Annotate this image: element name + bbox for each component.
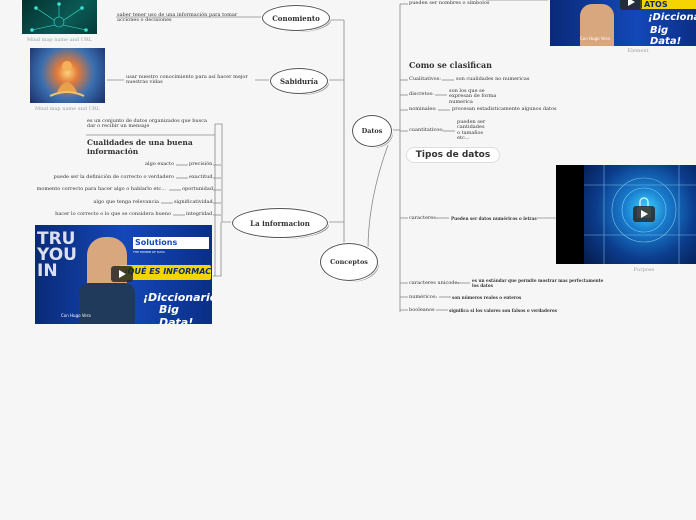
cualidad-exactitud-desc: puede ser la definición de correcto o ve… <box>53 174 174 180</box>
cualidad-precision-desc: algo exacto <box>145 161 174 167</box>
nominales-label: nominales: <box>409 106 437 112</box>
video-datos[interactable]: ATOS ¡Diccionario Big Data! Con Hugo Ver… <box>550 0 696 46</box>
top-title-2: Big Data! <box>650 25 682 46</box>
image-caption-1: Mind map name and URL <box>26 37 93 43</box>
tipo-numericos-label: numéricos: <box>409 294 438 300</box>
clasificar-title: Como se clasifican <box>409 60 492 70</box>
wisdom-image[interactable] <box>30 48 105 103</box>
tipo-unicode-desc: es un estándar que permite mostrar mas p… <box>472 278 604 289</box>
informacion-definition: es un conjunto de datos organizados que … <box>87 118 207 130</box>
brand-sub: THE POWER OF DATA <box>133 250 165 254</box>
video-big-text: TRU YOU IN <box>37 229 77 281</box>
node-la-informacion-label: La informacion <box>250 218 310 228</box>
conocimiento-description: saber tener uso de una información para … <box>117 12 238 24</box>
video-caption: Purpose <box>633 267 655 273</box>
node-conceptos-label: Conceptos <box>330 258 368 266</box>
tipo-caracteres-label: caracteres: <box>409 215 438 221</box>
cualidad-precision: precisión <box>189 161 213 167</box>
play-button[interactable] <box>111 266 133 282</box>
host-jacket <box>79 283 135 324</box>
top-banner-text: ATOS <box>644 0 668 9</box>
headline-text: ¿QUÉ ES INFORMACIÓN? <box>123 267 212 276</box>
video-tipos-datos[interactable] <box>556 165 696 264</box>
cualidad-exactitud: exactitud <box>189 174 213 180</box>
discretos-label: discretos: <box>409 91 434 97</box>
node-conceptos[interactable]: Conceptos <box>320 243 378 281</box>
top-host: Con Hugo Vera <box>580 36 610 41</box>
node-conocimiento[interactable]: Conomiento <box>262 5 330 31</box>
cualitativos-label: Cualitativos: <box>409 76 441 82</box>
meditation-figure <box>49 61 85 97</box>
node-la-informacion[interactable]: La informacion <box>232 208 328 238</box>
top-video-caption: Element <box>627 48 649 54</box>
play-button-security[interactable] <box>633 206 655 222</box>
cualidad-oportunidad-desc: momento correcto para hacer algo o habla… <box>36 186 166 192</box>
video-title-1: ¡Diccionario <box>143 291 212 304</box>
network-image[interactable] <box>22 0 97 34</box>
top-cut-text: pueden ser nombres o símbolos <box>409 0 490 6</box>
image-caption-2: Mind map name and URL <box>34 106 101 112</box>
brand-logo-box: Solutions <box>133 237 209 249</box>
cuantitativos-label: cuantitativos: <box>409 127 444 133</box>
node-datos[interactable]: Datos <box>352 115 392 147</box>
node-sabiduria-label: Sabiduría <box>279 76 318 86</box>
top-banner: ATOS <box>640 0 696 9</box>
nominales-desc: procesan estadisticamente algunos datos <box>452 106 557 112</box>
tipos-title: Tipos de datos <box>406 147 500 163</box>
sabiduria-description: usar nuestro conocimiento para así hacer… <box>126 74 248 86</box>
cualidad-oportunidad: oportunidad <box>182 186 214 192</box>
video-title-2: Big Data! <box>159 303 194 324</box>
play-button-top[interactable] <box>620 0 642 10</box>
tipo-caracteres-desc: Pueden ser datos numéricos o letras <box>451 216 537 221</box>
tipo-booleanos-label: booleanos <box>409 307 435 313</box>
video-informacion[interactable]: TRU YOU IN Solutions THE POWER OF DATA ¿… <box>35 225 212 324</box>
cuantitativos-desc: pueden ser cantidades o tamaños etc... <box>457 119 486 142</box>
video-host: Con Hugo Vera <box>61 313 91 318</box>
tipo-booleanos-desc: significa si los valores son falsos o ve… <box>449 308 557 313</box>
top-title-1: ¡Diccionario <box>648 12 696 23</box>
node-conocimiento-label: Conomiento <box>272 13 320 23</box>
cualidad-significatividad-desc: algo que tenga relevancia <box>93 199 159 205</box>
cualitativos-desc: son cualidades no numericas <box>456 76 530 82</box>
host-figure-top <box>580 4 614 46</box>
tipo-unicode-label: caracteres unicode: <box>409 280 460 286</box>
cualidades-title: Cualidades de una buena información <box>87 138 193 156</box>
brand-logo: Solutions <box>135 238 178 247</box>
headline-banner: ¿QUÉ ES INFORMACIÓN? <box>119 265 212 280</box>
node-datos-label: Datos <box>361 127 383 135</box>
tipo-numericos-desc: son números reales o enteros <box>452 295 522 300</box>
node-sabiduria[interactable]: Sabiduría <box>270 68 328 94</box>
cualidad-integridad: integridad <box>186 211 213 217</box>
discretos-desc: son los que se expresan de forma numeric… <box>449 88 497 105</box>
network-graphic <box>30 2 88 32</box>
cualidad-integridad-desc: hacer lo correcto o lo que se considera … <box>55 211 171 217</box>
cualidad-significatividad: significatividad <box>174 199 213 205</box>
